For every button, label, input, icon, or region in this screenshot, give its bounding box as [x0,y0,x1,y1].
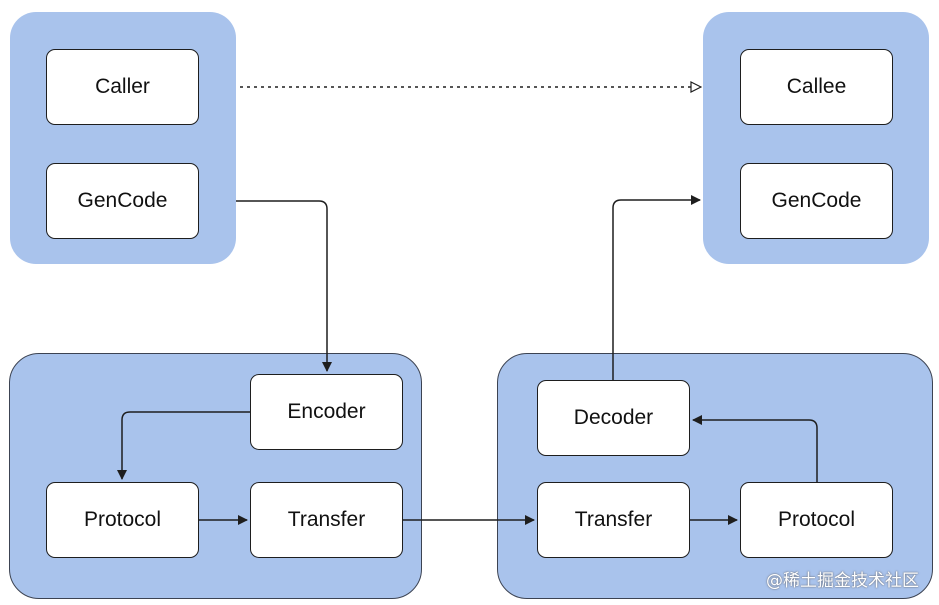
server-protocol-node[interactable]: Protocol [740,482,893,558]
callee-gencode-node[interactable]: GenCode [740,163,893,239]
server-decoder-node[interactable]: Decoder [537,380,690,456]
gencode-to-encoder-edge [236,200,332,372]
decoder-to-callee-edge [612,195,701,380]
server-transfer-node[interactable]: Transfer [537,482,690,558]
caller-node[interactable]: Caller [46,49,199,125]
client-protocol-node[interactable]: Protocol [46,482,199,558]
encoder-to-protocol-edge [117,411,250,480]
server-protocol-to-decoder-edge [692,415,818,482]
client-encoder-node[interactable]: Encoder [250,374,403,450]
site-watermark: @稀土掘金技术社区 [766,571,919,591]
callee-node[interactable]: Callee [740,49,893,125]
client-transfer-node[interactable]: Transfer [250,482,403,558]
caller-gencode-node[interactable]: GenCode [46,163,199,239]
